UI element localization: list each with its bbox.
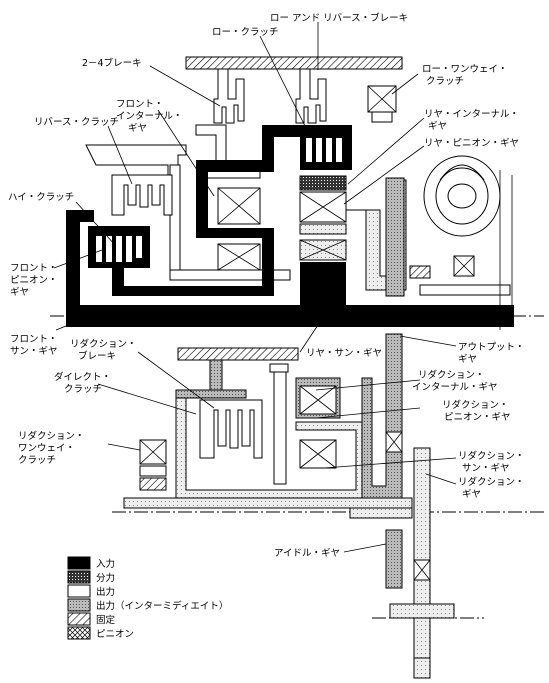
idler-gear (385, 529, 403, 589)
label-front-pinion-3: ギヤ (10, 287, 29, 298)
top-housing (185, 56, 403, 70)
label-reduction-sun-2: サン・ギヤ (462, 463, 510, 474)
label-reduction-brake-2: ブレーキ (78, 350, 116, 362)
label-rear-sun: リヤ・サン・ギヤ (306, 348, 382, 359)
fixed-stub (409, 265, 431, 279)
label-high-clutch: ハイ・クラッチ (8, 192, 74, 203)
label-front-sun-1: フロント・ (10, 334, 58, 345)
output-shaft-upper (385, 177, 405, 297)
front-pinion-boxes (217, 187, 261, 271)
label-front-sun-2: サン・ギヤ (10, 346, 58, 357)
label-reduction-internal-1: リダクション・ (418, 369, 485, 381)
label-front-internal-3: ギヤ (128, 123, 147, 134)
label-low-reverse-brake: ロー アンド リバース・ブレーキ (270, 12, 408, 24)
legend-swatch-pinion (67, 626, 91, 640)
rear-internal (299, 175, 347, 191)
legend-swatch-fixed (67, 612, 91, 626)
direct-clutch-hub (175, 389, 247, 399)
label-rear-pinion: リヤ・ピニオン・ギヤ (424, 138, 519, 149)
label-low-clutch: ロー・クラッチ (212, 27, 279, 38)
label-output-gear-1: アウトプット・ (458, 342, 525, 353)
legend: 入力 分力 出力 出力（インターミディエイト） 固定 ピニオン (67, 556, 228, 640)
legend-swatch-partial (67, 570, 91, 584)
labels: ロー アンド リバース・ブレーキ ロー・クラッチ 2－4ブレーキ ロー・ワンウェ… (8, 12, 525, 559)
label-low-one-way-1: ロー・ワンウェイ・ (422, 64, 508, 75)
reduction-brake-housing (177, 347, 299, 361)
label-brake-24: 2－4ブレーキ (82, 57, 142, 69)
reduction-fixed (139, 477, 167, 491)
label-rear-internal-1: リヤ・インターナル・ (424, 109, 519, 120)
legend-label-pinion: ピニオン (96, 629, 134, 640)
label-reduction-gear-2: ギヤ (462, 489, 481, 500)
reverse-clutch (111, 174, 173, 216)
label-reduction-pinion-1: リダクション・ (442, 399, 509, 411)
label-rear-internal-2: ギヤ (428, 121, 447, 132)
brake-24 (213, 68, 245, 124)
legend-swatch-input (67, 556, 91, 570)
legend-label-output: 出力 (96, 586, 115, 598)
label-front-pinion-2: ピニオン・ (10, 275, 58, 286)
label-reduction-one-way-3: クラッチ (18, 455, 56, 466)
label-reduction-sun-1: リダクション・ (458, 450, 525, 462)
label-reduction-brake-1: リダクション・ (70, 338, 137, 350)
rear-sun (300, 262, 346, 306)
label-idler-gear: アイドル・ギヤ (274, 548, 340, 559)
label-direct-clutch-1: ダイレクト・ (54, 371, 111, 383)
label-low-one-way-2: クラッチ (426, 76, 464, 87)
label-reduction-internal-2: インターナル・ギヤ (412, 382, 498, 393)
label-reduction-one-way-1: リダクション・ (18, 430, 85, 442)
label-reduction-pinion-2: ピニオン・ギヤ (444, 412, 511, 423)
legend-label-partial: 分力 (96, 572, 115, 584)
label-reverse-clutch: リバース・クラッチ (34, 117, 119, 128)
label-output-gear-2: ギヤ (458, 354, 477, 365)
lower-main-shaft (123, 497, 413, 509)
low-reverse-brake (295, 68, 327, 124)
legend-swatch-intermediate (67, 598, 91, 612)
label-reduction-gear-1: リダクション・ (458, 476, 525, 488)
direct-clutch (199, 399, 263, 459)
legend-label-fixed: 固定 (96, 614, 116, 626)
legend-label-intermediate: 出力（インターミディエイト） (96, 600, 228, 612)
torque-converter (423, 155, 501, 237)
legend-label-input: 入力 (96, 558, 115, 570)
label-front-pinion-1: フロント・ (10, 263, 58, 274)
label-front-internal-2: インターナル・ (116, 111, 183, 122)
label-direct-clutch-2: クラッチ (64, 384, 102, 395)
output-gear-shaft (361, 333, 403, 499)
label-front-internal-1: フロント・ (116, 99, 164, 110)
rear-sun-upper (299, 223, 347, 235)
leader-lines (53, 22, 457, 553)
legend-swatch-output (67, 584, 91, 598)
label-reduction-one-way-2: ワンウェイ・ (18, 443, 75, 454)
